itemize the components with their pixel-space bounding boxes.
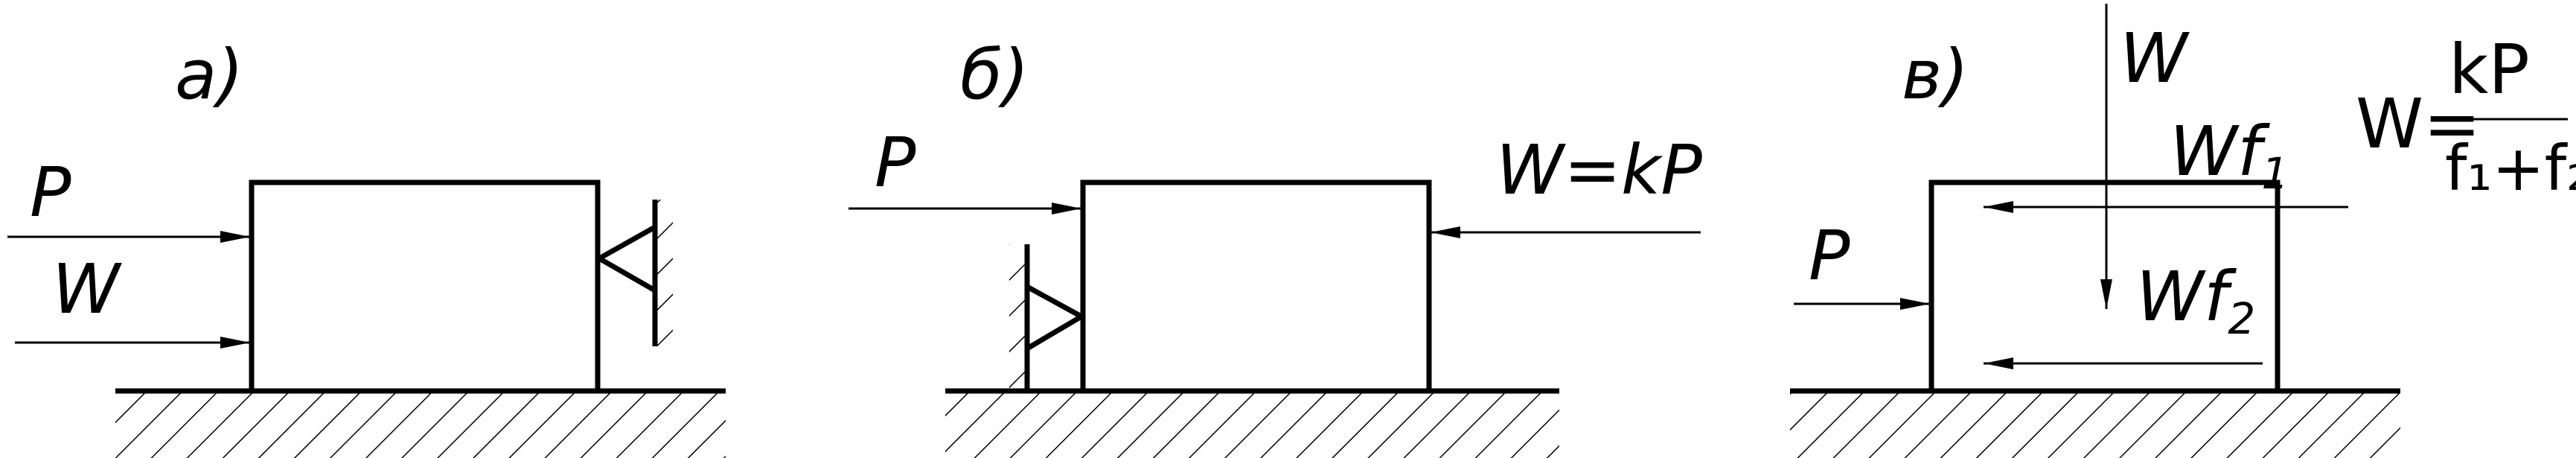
panel-a: а) P W [7,35,726,458]
panel-b-label-p: P [875,123,916,203]
panel-a-label-p: P [30,153,71,232]
formula-lhs: W= [2356,84,2481,164]
panel-c-label-friction-top: Wf1 [2170,112,2289,199]
panel-b-ground-hatch [945,391,1559,458]
panel-c-label-w: W [2120,19,2190,98]
panel-c-label-friction-bottom: Wf2 [2136,257,2255,344]
formula-numerator: kP [2449,30,2530,109]
panel-b-support-triangle [1024,282,1083,354]
panel-c-ground-hatch [1790,391,2400,458]
panel-a-ground-hatch [115,391,726,458]
panel-b-support-hatch [1009,244,1026,391]
panel-a-label-w: W [52,249,122,329]
panel-c-label-p: P [1809,216,1850,296]
panel-a-block [249,179,601,394]
panel-b-label: б) [960,35,1029,115]
panel-a-label: а) [175,35,243,115]
formula: W= kP f₁+f₂ [2356,30,2576,205]
panel-b-block [1080,179,1432,394]
panel-c: в) P W Wf1 Wf2 [1790,4,2400,458]
panel-b-label-w: W=kP [1496,130,1702,210]
formula-denominator: f₁+f₂ [2445,132,2576,205]
panel-c-label: в) [1902,35,1969,115]
panel-a-support-triangle [598,223,658,296]
panel-b: б) P W=kP [848,35,1702,458]
panel-a-support-hatch [656,200,673,346]
panel-c-block [1928,179,2281,394]
